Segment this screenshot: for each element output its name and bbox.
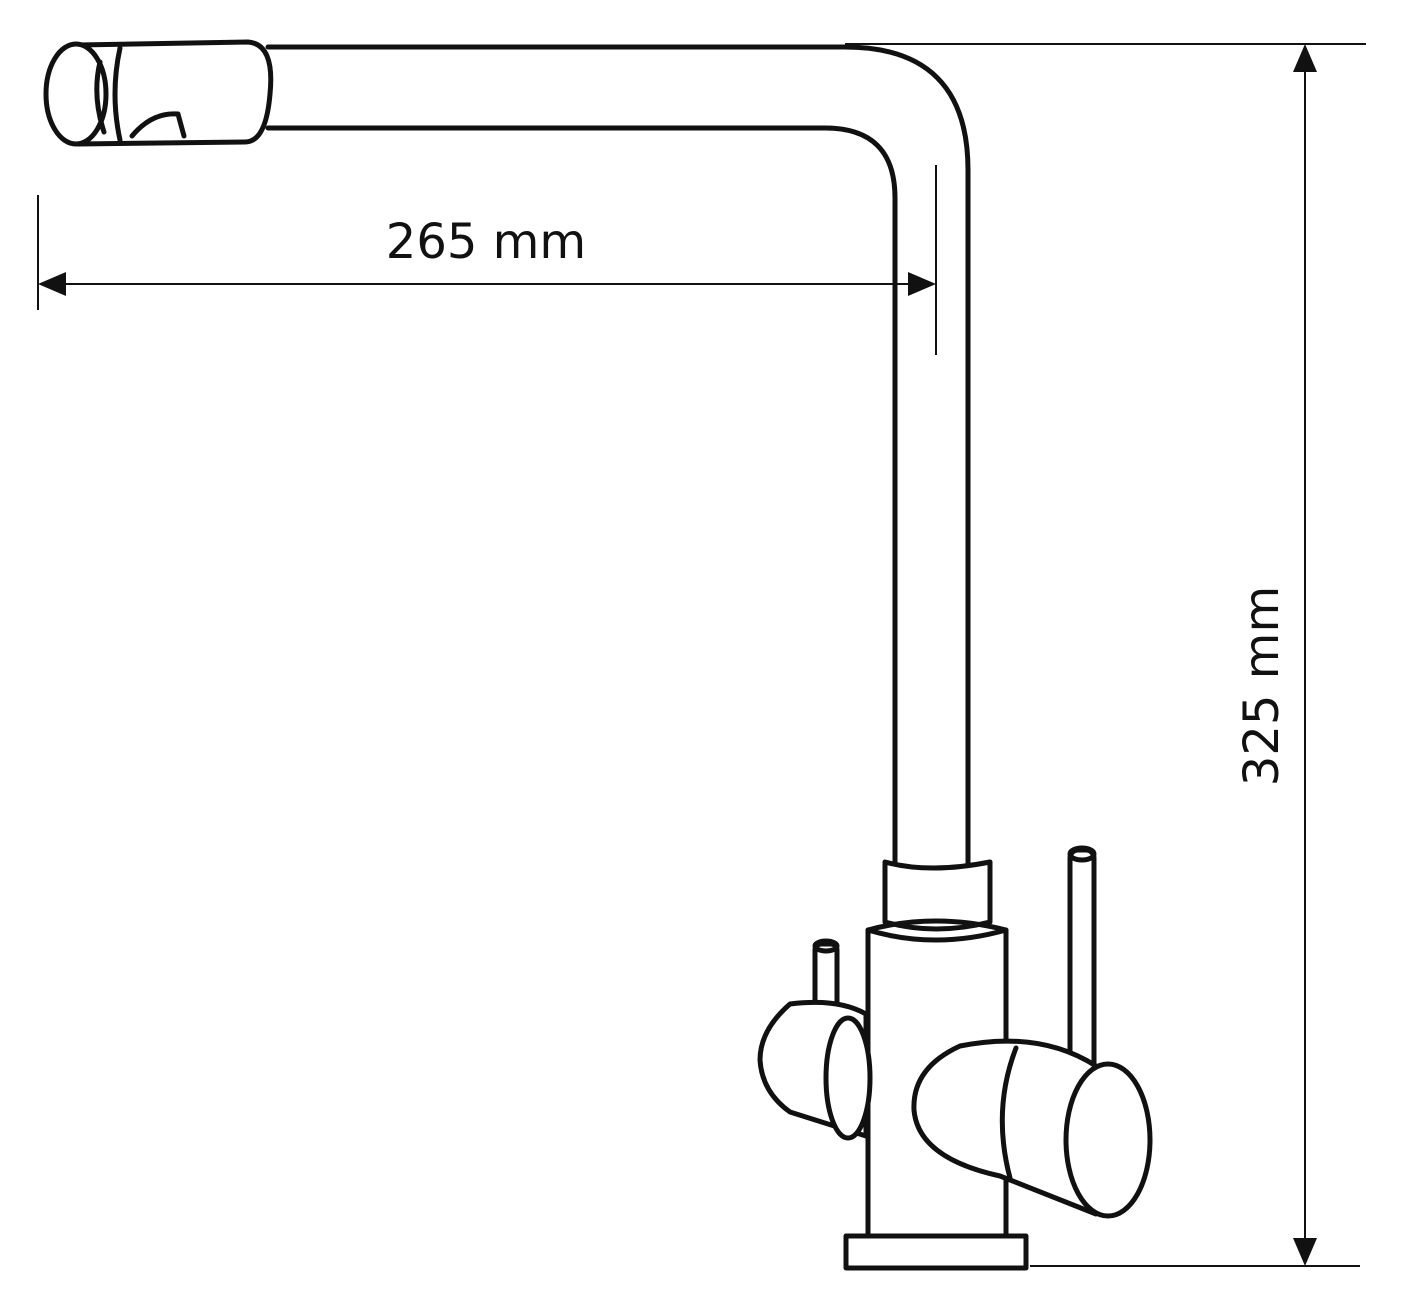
left-handle [757, 938, 873, 1141]
reach-label: 265 mm [386, 214, 586, 270]
faucet-spout-inner [265, 125, 898, 871]
faucet-spout [265, 44, 971, 871]
right-handle [911, 845, 1153, 1219]
spout-head [43, 39, 274, 147]
reach-arrow-right [908, 272, 936, 296]
faucet-outline [43, 39, 1153, 1271]
faucet-base-plate [843, 1233, 1029, 1271]
height-arrow-top [1293, 44, 1317, 72]
height-label: 325 mm [1234, 586, 1290, 786]
reach-dimension: 265 mm [37, 165, 937, 355]
height-dimension: 325 mm [845, 43, 1366, 1267]
height-arrow-bottom [1293, 1238, 1317, 1266]
spout-collar [882, 859, 993, 932]
reach-arrow-left [38, 272, 66, 296]
